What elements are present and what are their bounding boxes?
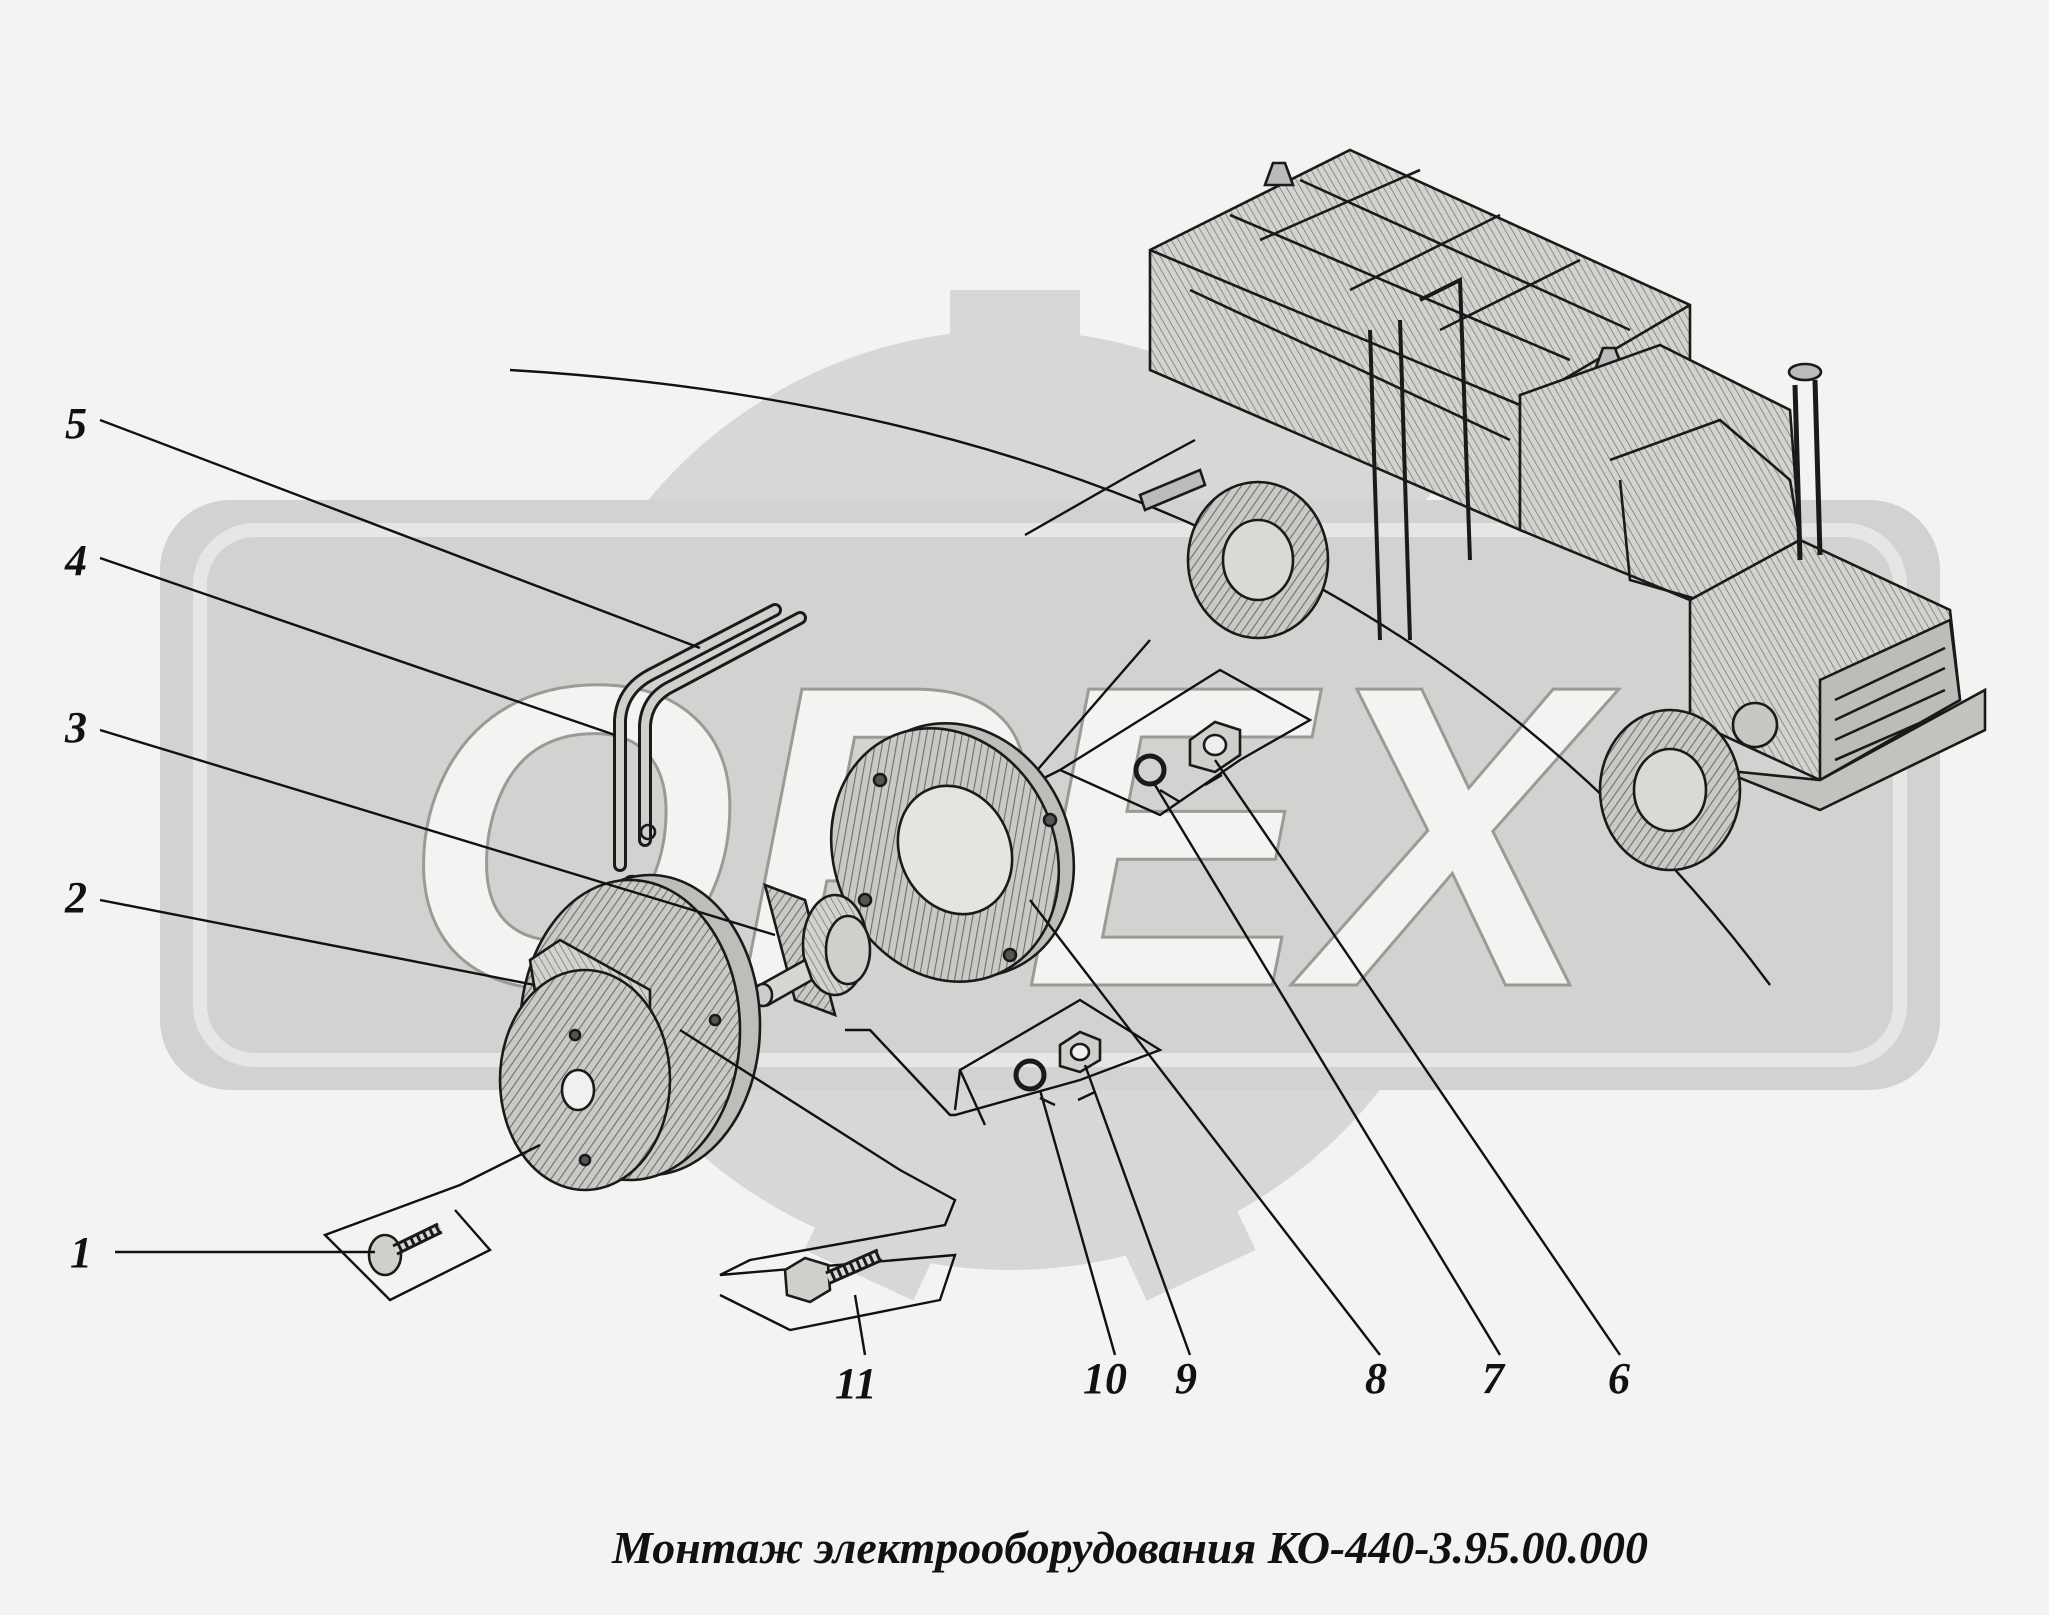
part-7-washer xyxy=(1133,753,1167,787)
truck-locator-leader xyxy=(1024,438,1196,537)
callout-8: 8 xyxy=(1365,1354,1387,1403)
callout-3: 3 xyxy=(64,703,87,752)
callout-11: 11 xyxy=(835,1359,877,1408)
part-11-callout-box xyxy=(679,1028,957,1332)
callout-7: 7 xyxy=(1482,1354,1506,1403)
leader-11 xyxy=(853,1294,867,1356)
part-1-callout-box xyxy=(322,1143,541,1302)
diagram-caption: Монтаж электрооборудования КО-440-3.95.0… xyxy=(611,1522,1648,1573)
leader-4 xyxy=(99,556,616,737)
leader-7 xyxy=(1153,784,1502,1356)
callout-2: 2 xyxy=(64,873,87,922)
parts-6-7-callout-box xyxy=(1057,668,1313,817)
part-11-bolt xyxy=(783,1248,883,1304)
part-2-housing xyxy=(498,873,762,1192)
callout-labels: 5 4 3 2 1 11 10 9 8 7 6 xyxy=(64,399,1630,1408)
callout-1: 1 xyxy=(70,1228,92,1277)
part-3-contact-pin xyxy=(752,882,872,1018)
part-8-flange xyxy=(829,722,1076,983)
callout-10: 10 xyxy=(1083,1354,1127,1403)
parts-9-10-callout-box xyxy=(845,998,1163,1126)
part-6-nut xyxy=(1188,720,1242,774)
leader-2 xyxy=(99,898,536,987)
leader-5 xyxy=(99,418,701,650)
part-10-washer xyxy=(1013,1058,1047,1092)
leader-10 xyxy=(1038,1089,1117,1356)
leader-8 xyxy=(1029,899,1381,1356)
garbage-truck-illustration xyxy=(1138,148,1987,872)
callout-4: 4 xyxy=(64,536,87,585)
leader-3 xyxy=(99,728,776,937)
leader-6 xyxy=(1214,759,1621,1356)
leader-9 xyxy=(1083,1064,1192,1356)
callout-9: 9 xyxy=(1175,1354,1197,1403)
leader-lines xyxy=(99,418,1621,1356)
part-1-screw xyxy=(367,1222,443,1277)
part-9-nut xyxy=(1058,1030,1102,1074)
callout-5: 5 xyxy=(65,399,87,448)
part-4-5-cables xyxy=(613,603,807,896)
callout-6: 6 xyxy=(1608,1354,1630,1403)
